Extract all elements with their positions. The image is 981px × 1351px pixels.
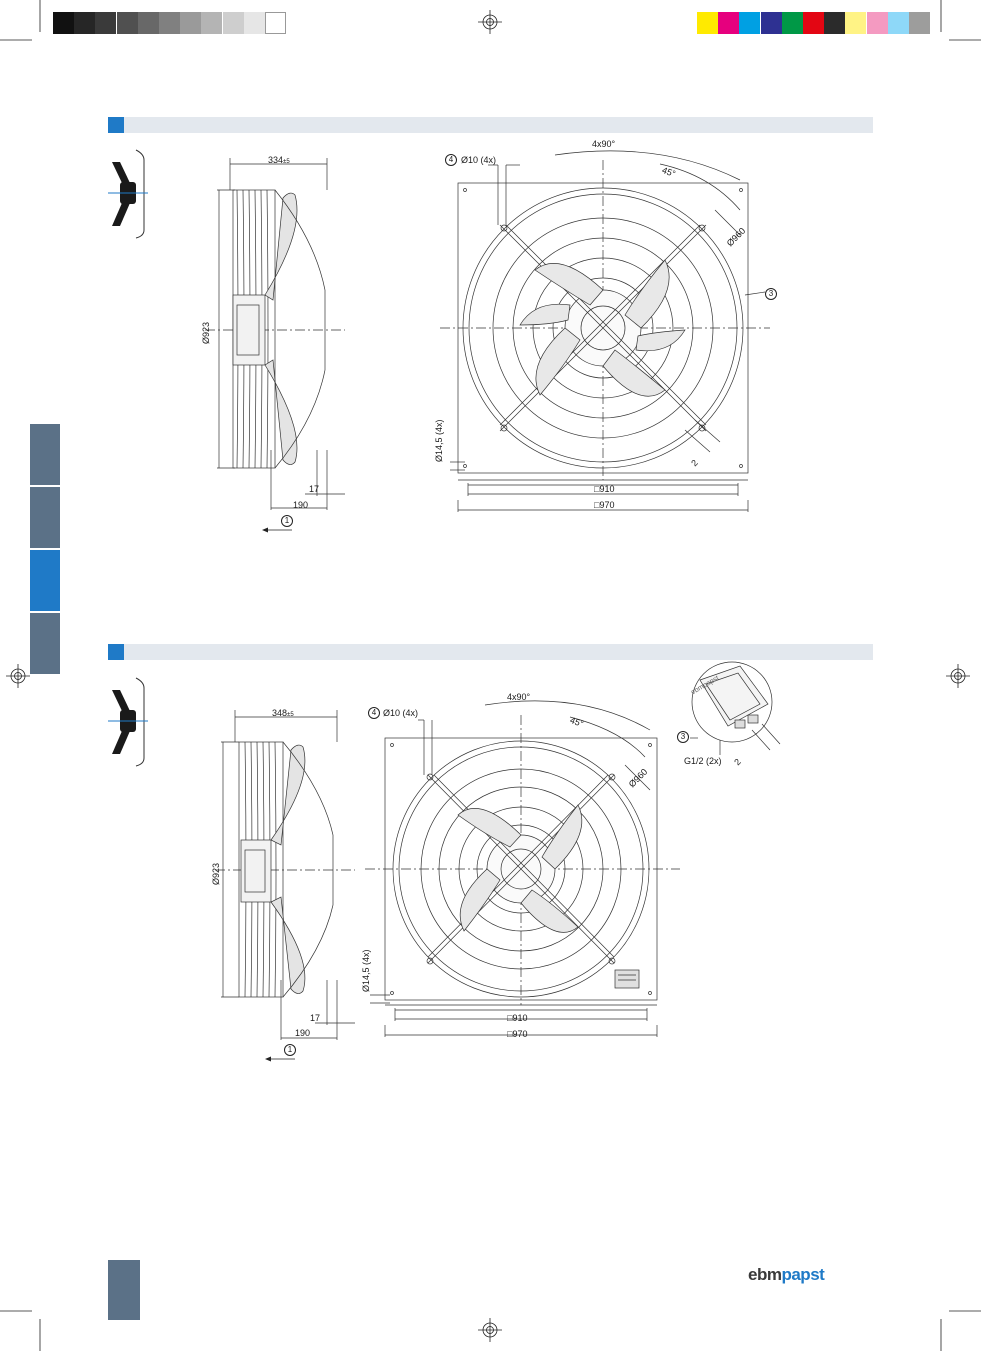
gray-swatch (201, 12, 223, 34)
side1-dim-190: 190 (293, 500, 309, 510)
gray-swatch (95, 12, 117, 34)
front1-callout-3: 3 (765, 288, 777, 300)
process-swatch (803, 12, 824, 34)
side1-dim-17: 17 (309, 484, 320, 494)
section-header-bar-2 (108, 644, 873, 660)
side-tab-4[interactable] (30, 613, 60, 674)
process-swatch (739, 12, 761, 34)
gray-swatch (53, 12, 74, 34)
process-swatch (718, 12, 740, 34)
gray-swatch (159, 12, 180, 34)
gray-swatch (265, 12, 286, 34)
ebmpapst-logo: ebmpapst (748, 1265, 825, 1284)
junction-box-detail (690, 661, 781, 755)
fan-type-icon-1 (108, 149, 148, 239)
gray-swatch (180, 12, 202, 34)
section-header-bar-1 (108, 117, 873, 133)
process-swatch (781, 12, 803, 34)
section-marker-2 (108, 644, 124, 660)
side-tab-3-active[interactable] (30, 550, 60, 611)
side1-airflow-arrow (262, 527, 292, 533)
gray-swatch (116, 12, 138, 34)
front-view-drawing-1 (440, 150, 770, 512)
front2-angle-total: 4x90° (507, 692, 531, 702)
side-view-drawing-1 (205, 158, 345, 510)
side2-diameter-dim: Ø923 (211, 862, 221, 885)
front-view-drawing-2 (365, 700, 680, 1037)
side-tab-1[interactable] (30, 424, 60, 485)
front2-holes-label: Ø10 (4x) (383, 708, 419, 718)
front1-dim-910: □910 (594, 484, 615, 494)
front2-dim-910: □910 (507, 1013, 528, 1023)
side2-airflow-arrow (265, 1056, 295, 1062)
fan-type-icon-2 (108, 677, 148, 767)
side-view-drawing-2 (215, 710, 355, 1040)
front1-holes-label: Ø10 (4x) (461, 155, 497, 165)
gray-swatch (243, 12, 265, 34)
gray-swatch (222, 12, 244, 34)
gray-swatch (74, 12, 96, 34)
section-marker-1 (108, 117, 124, 133)
footer-page-tab (108, 1260, 140, 1320)
process-swatch (824, 12, 846, 34)
side2-dim-17: 17 (310, 1013, 321, 1023)
side1-depth-dim: 334±5 (268, 155, 290, 165)
side1-callout-1: 1 (281, 515, 293, 527)
front1-callout-4: 4 (445, 154, 457, 166)
side2-dim-190: 190 (295, 1028, 311, 1038)
gray-swatch (137, 12, 159, 34)
side-tab-2[interactable] (30, 487, 60, 548)
side2-callout-1: 1 (284, 1044, 296, 1056)
detail-callout-3: 3 (677, 731, 689, 743)
side2-depth-dim: 348±5 (272, 708, 294, 718)
side1-diameter-dim: Ø923 (201, 321, 211, 344)
front1-angle-total: 4x90° (592, 139, 616, 149)
process-swatch (909, 12, 930, 34)
process-swatch (866, 12, 888, 34)
front1-dim-970: □970 (594, 500, 615, 510)
front2-callout-4: 4 (368, 707, 380, 719)
front2-slot-label: Ø14,5 (4x) (361, 949, 371, 992)
process-swatch (760, 12, 782, 34)
front1-slot-label: Ø14,5 (4x) (434, 419, 444, 462)
front2-dim-970: □970 (507, 1029, 528, 1039)
process-swatch (887, 12, 909, 34)
process-swatch (845, 12, 867, 34)
detail-gland-label: G1/2 (2x) (684, 756, 722, 766)
process-swatch (697, 12, 718, 34)
